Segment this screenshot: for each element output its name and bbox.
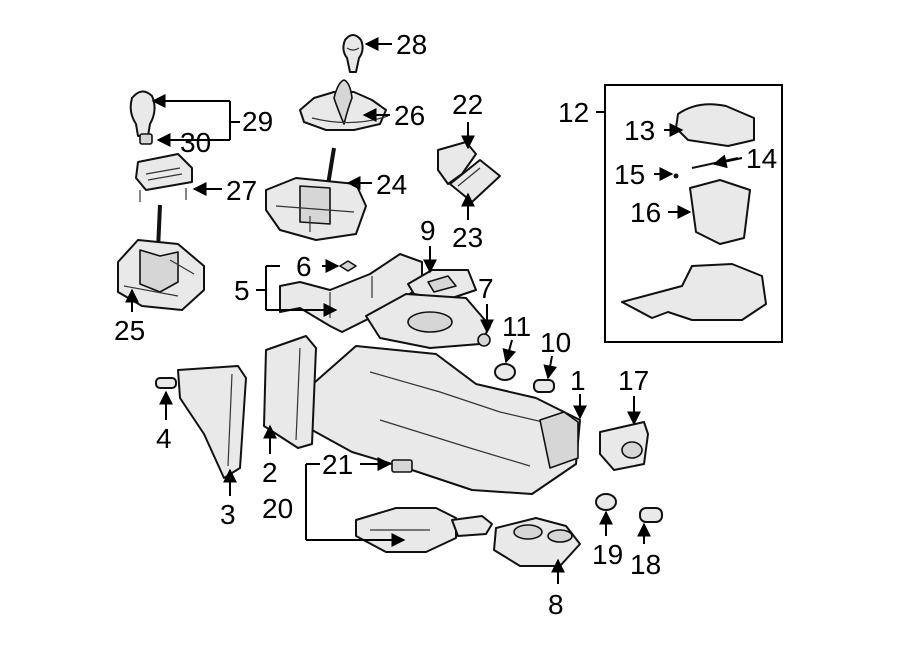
callout-7: 7 <box>478 273 494 304</box>
callout-2: 2 <box>262 457 278 488</box>
callout-20: 20 <box>262 493 293 524</box>
callout-30: 30 <box>180 127 211 158</box>
callout-3: 3 <box>220 499 236 530</box>
callout-22: 22 <box>452 89 483 120</box>
callout-27: 27 <box>226 175 257 206</box>
part-16-bin <box>689 179 751 245</box>
callout-1: 1 <box>570 365 586 396</box>
part-17-trim <box>599 421 649 471</box>
part-8-cup-holder <box>493 517 581 567</box>
part-28-shift-knob <box>342 34 364 73</box>
callout-13: 13 <box>624 115 655 146</box>
callout-12: 12 <box>558 97 589 128</box>
part-7-console-top-trim <box>365 293 491 349</box>
part-20-parking-brake <box>355 507 493 553</box>
part-21-switch <box>391 459 413 473</box>
part-4-pin <box>155 377 177 389</box>
part-18-bushing <box>639 507 663 523</box>
callout-17: 17 <box>618 365 649 396</box>
callout-8: 8 <box>548 589 564 620</box>
callout-4: 4 <box>156 423 172 454</box>
part-15-pin <box>673 173 679 179</box>
callout-18: 18 <box>630 549 661 580</box>
part-27-shift-indicator <box>135 153 193 202</box>
callout-15: 15 <box>614 159 645 190</box>
callout-24: 24 <box>376 169 407 200</box>
callout-19: 19 <box>592 539 623 570</box>
part-13-lid <box>675 103 755 147</box>
part-10-bushing <box>533 379 555 393</box>
part-24-shifter-mechanism <box>265 147 367 241</box>
leader-lines <box>125 37 743 584</box>
callout-28: 28 <box>396 29 427 60</box>
inset-box-12 <box>604 84 783 343</box>
part-6-clip <box>339 260 357 272</box>
callout-29: 29 <box>242 106 273 137</box>
callout-labels: 28 26 29 30 27 24 22 23 25 6 5 9 7 11 10… <box>114 29 777 620</box>
part-3-side-panel <box>177 365 247 479</box>
part-29-30-gear-knob <box>129 90 156 145</box>
callout-14: 14 <box>746 143 777 174</box>
part-2-side-panel <box>263 335 317 449</box>
part-25-shifter-assembly <box>117 204 205 311</box>
callout-25: 25 <box>114 315 145 346</box>
callout-11: 11 <box>502 311 531 342</box>
part-12-armrest-base <box>621 263 767 321</box>
callout-10: 10 <box>540 327 571 358</box>
callout-21: 21 <box>322 449 353 480</box>
callout-16: 16 <box>630 197 661 228</box>
callout-6: 6 <box>296 251 312 282</box>
callout-23: 23 <box>452 222 483 253</box>
part-26-shift-boot <box>299 79 389 131</box>
part-11-cap <box>494 363 516 381</box>
callout-9: 9 <box>420 215 436 246</box>
callout-26: 26 <box>394 100 425 131</box>
part-19-cap <box>595 493 617 511</box>
callout-5: 5 <box>234 275 250 306</box>
